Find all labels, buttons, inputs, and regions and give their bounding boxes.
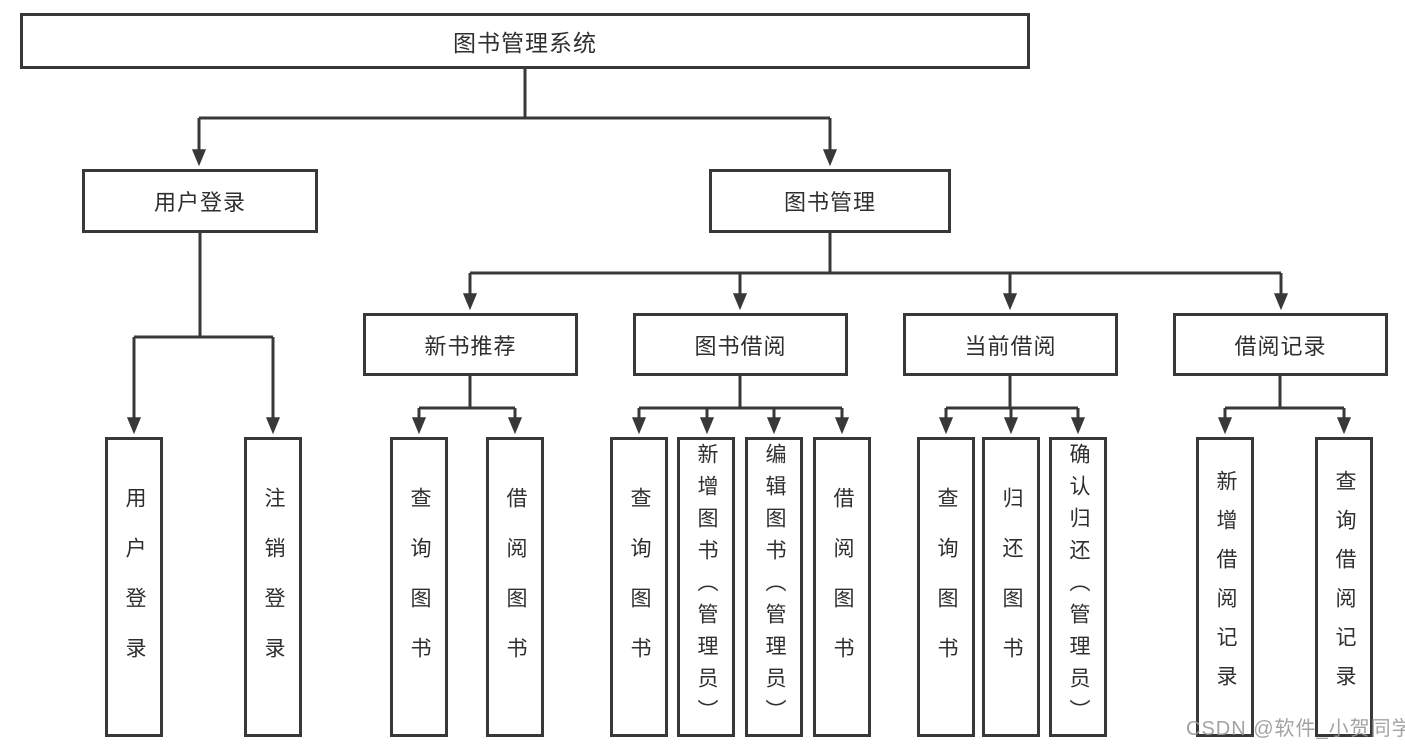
node-root: 图书管理系统: [20, 13, 1030, 69]
leaf-return-books: 归还图书: [982, 437, 1040, 737]
node-current-borrowing: 当前借阅: [903, 313, 1118, 376]
node-book-borrowing: 图书借阅: [633, 313, 848, 376]
leaf-edit-books-admin: 编辑图书（管理员）: [745, 437, 803, 737]
node-new-book-recommend: 新书推荐: [363, 313, 578, 376]
leaf-user-login: 用户登录: [105, 437, 163, 737]
leaf-confirm-return-admin: 确认归还（管理员）: [1049, 437, 1107, 737]
leaf-add-borrow-record: 新增借阅记录: [1196, 437, 1254, 737]
node-borrowing-records: 借阅记录: [1173, 313, 1388, 376]
leaf-logout: 注销登录: [244, 437, 302, 737]
leaf-query-books-borrowing: 查询图书: [610, 437, 668, 737]
watermark: CSDN @软件_小贺同学: [1186, 718, 1405, 740]
leaf-query-books-current: 查询图书: [917, 437, 975, 737]
node-user-login: 用户登录: [82, 169, 318, 233]
leaf-borrow-books: 借阅图书: [813, 437, 871, 737]
node-book-management: 图书管理: [709, 169, 951, 233]
leaf-add-books-admin: 新增图书（管理员）: [677, 437, 735, 737]
leaf-query-borrow-record: 查询借阅记录: [1315, 437, 1373, 737]
leaf-query-books-recommend: 查询图书: [390, 437, 448, 737]
leaf-borrow-books-recommend: 借阅图书: [486, 437, 544, 737]
